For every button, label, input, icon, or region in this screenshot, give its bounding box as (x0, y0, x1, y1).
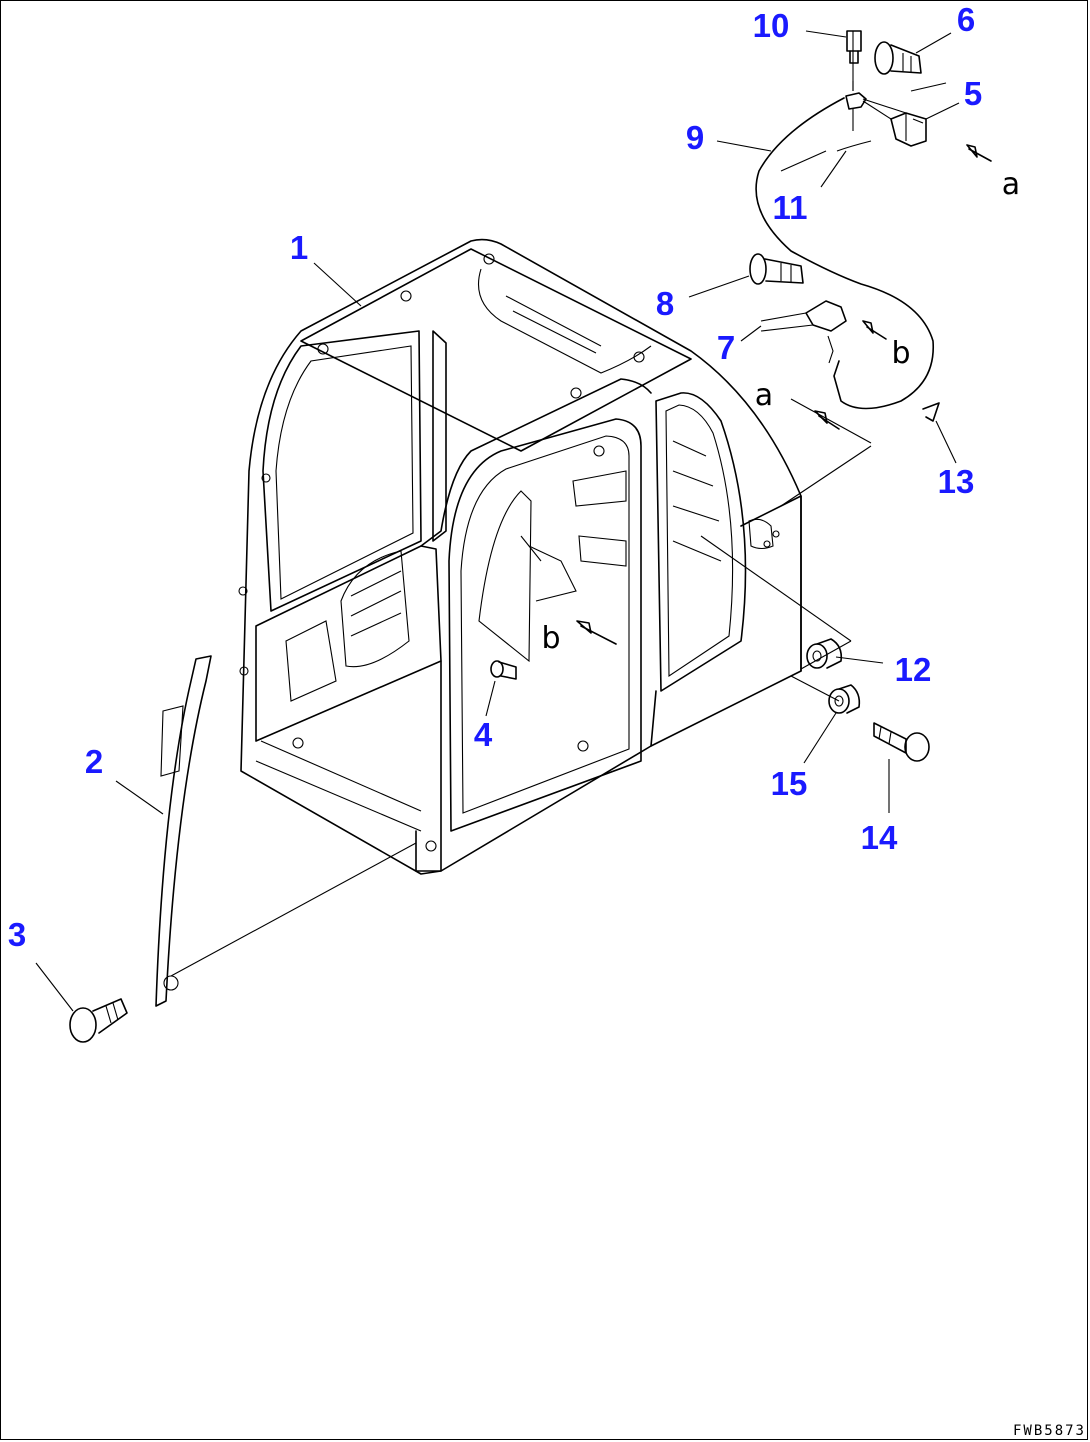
part-7-bracket (760, 300, 847, 364)
callout-14: 14 (861, 819, 898, 856)
callout-15: 15 (771, 765, 808, 802)
callout-7: 7 (717, 329, 735, 366)
callout-9: 9 (686, 119, 704, 156)
part-14-bolt (873, 722, 930, 762)
callout-2: 2 (85, 743, 103, 780)
callout-3: 3 (8, 916, 26, 953)
ref-letter-a-top: a (1002, 167, 1020, 202)
callout-12: 12 (895, 651, 932, 688)
ref-letter-a-cab: a (755, 378, 773, 413)
part-3-bolt (69, 998, 128, 1043)
cab-frame (238, 238, 802, 875)
part-12-collar (806, 638, 843, 669)
leader-lines (35, 30, 960, 1012)
callout-8: 8 (656, 285, 674, 322)
reference-letters: a b a b (541, 167, 1020, 656)
callout-1: 1 (290, 229, 308, 266)
part-5-clip (890, 112, 927, 147)
callout-5: 5 (964, 75, 982, 112)
ref-letter-b-top: b (891, 336, 910, 371)
callout-4: 4 (474, 716, 493, 753)
part-9-harness (755, 97, 934, 410)
part-8-bolt (749, 253, 804, 285)
part-13-tie (922, 402, 940, 422)
callout-13: 13 (938, 463, 975, 500)
callout-6: 6 (957, 1, 975, 38)
part-2-strip (155, 655, 212, 1007)
callout-10: 10 (753, 7, 790, 44)
part-4-stud (490, 660, 517, 680)
ref-letter-b-cab: b (541, 621, 560, 656)
part-11-clamp (836, 81, 872, 152)
part-10-bolt (846, 30, 862, 64)
arrow-marks (576, 144, 992, 645)
drawing-code: FWB5873 (1013, 1423, 1086, 1439)
part-6-bolt (874, 41, 922, 75)
callout-11: 11 (773, 189, 808, 226)
part-15-collar (828, 684, 861, 714)
callout-labels: 1 2 3 4 5 6 7 8 9 10 11 12 13 14 15 (8, 1, 982, 953)
